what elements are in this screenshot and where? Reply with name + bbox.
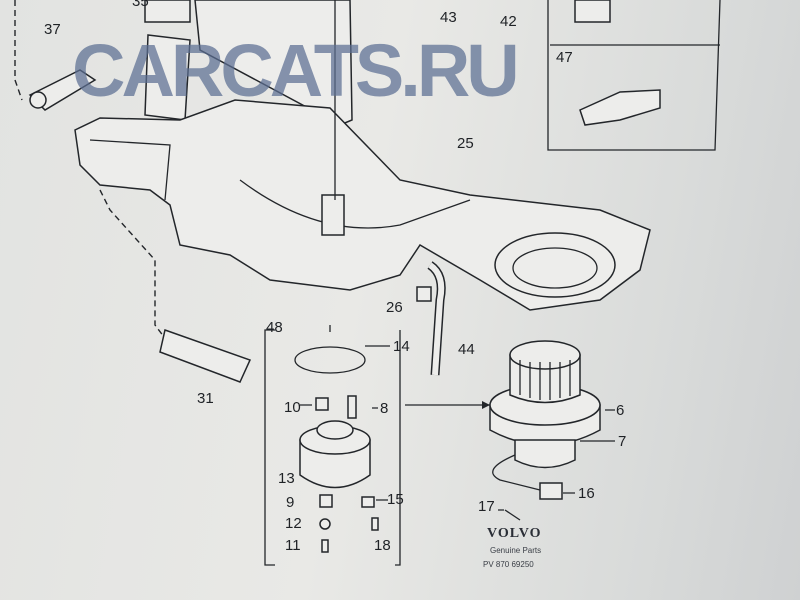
part-37-valve bbox=[28, 69, 97, 111]
housing-post bbox=[321, 194, 345, 236]
part-6-blower-fan bbox=[489, 340, 601, 446]
hose-inner bbox=[428, 262, 445, 376]
part-26 bbox=[416, 286, 432, 302]
part-7-motor-base bbox=[514, 439, 576, 469]
label-37: 37 bbox=[44, 21, 61, 38]
label-10: 10 bbox=[284, 399, 301, 416]
part-8 bbox=[347, 395, 357, 419]
label-12: 12 bbox=[285, 515, 302, 532]
label-43: 43 bbox=[440, 9, 457, 26]
label-8: 8 bbox=[380, 400, 388, 417]
label-47: 47 bbox=[556, 49, 573, 66]
arrow-icon bbox=[482, 401, 490, 409]
part-10 bbox=[315, 397, 329, 411]
watermark: CARCATS.RU bbox=[72, 29, 516, 112]
heater-core bbox=[194, 0, 353, 126]
label-15: 15 bbox=[387, 491, 404, 508]
label-26: 26 bbox=[386, 299, 403, 316]
brand-subtitle: Genuine Parts bbox=[490, 546, 541, 555]
part-35 bbox=[144, 0, 191, 23]
part-11 bbox=[321, 539, 329, 553]
part-31-resistor bbox=[159, 329, 252, 383]
part-17 bbox=[504, 509, 521, 521]
part-12 bbox=[319, 518, 331, 530]
label-13: 13 bbox=[278, 470, 295, 487]
connector-part bbox=[574, 0, 611, 23]
part-9 bbox=[319, 494, 333, 508]
part-14-oring bbox=[294, 346, 366, 374]
brand-name: VOLVO bbox=[487, 526, 542, 541]
box-47 bbox=[547, 0, 721, 151]
label-44: 44 bbox=[458, 341, 475, 358]
label-7: 7 bbox=[618, 433, 626, 450]
label-17: 17 bbox=[478, 498, 495, 515]
dashed-leader bbox=[14, 0, 23, 101]
label-42: 42 bbox=[500, 13, 517, 30]
bracket-48 bbox=[264, 329, 275, 566]
part-16-connector bbox=[539, 482, 563, 500]
wire bbox=[492, 454, 541, 491]
label-9: 9 bbox=[286, 494, 294, 511]
label-11: 11 bbox=[285, 537, 301, 554]
label-6: 6 bbox=[616, 402, 624, 419]
dashed-leader bbox=[99, 189, 171, 346]
terminal-part bbox=[579, 89, 661, 126]
label-31: 31 bbox=[197, 390, 214, 407]
part-18 bbox=[371, 517, 379, 531]
bracket-48-right bbox=[395, 330, 401, 566]
fan-outlet-inner bbox=[512, 247, 598, 289]
housing-edge bbox=[89, 139, 171, 201]
brand-code: PV 870 69250 bbox=[483, 560, 534, 569]
label-35: 35 bbox=[132, 0, 149, 10]
part-15 bbox=[361, 496, 375, 508]
label-14: 14 bbox=[393, 338, 410, 355]
part-13-motor bbox=[299, 420, 371, 489]
label-18: 18 bbox=[374, 537, 391, 554]
label-48: 48 bbox=[266, 319, 283, 336]
label-25: 25 bbox=[457, 135, 474, 152]
fan-outlet-ring bbox=[494, 232, 616, 298]
label-16: 16 bbox=[578, 485, 595, 502]
leader-lines bbox=[300, 325, 615, 511]
